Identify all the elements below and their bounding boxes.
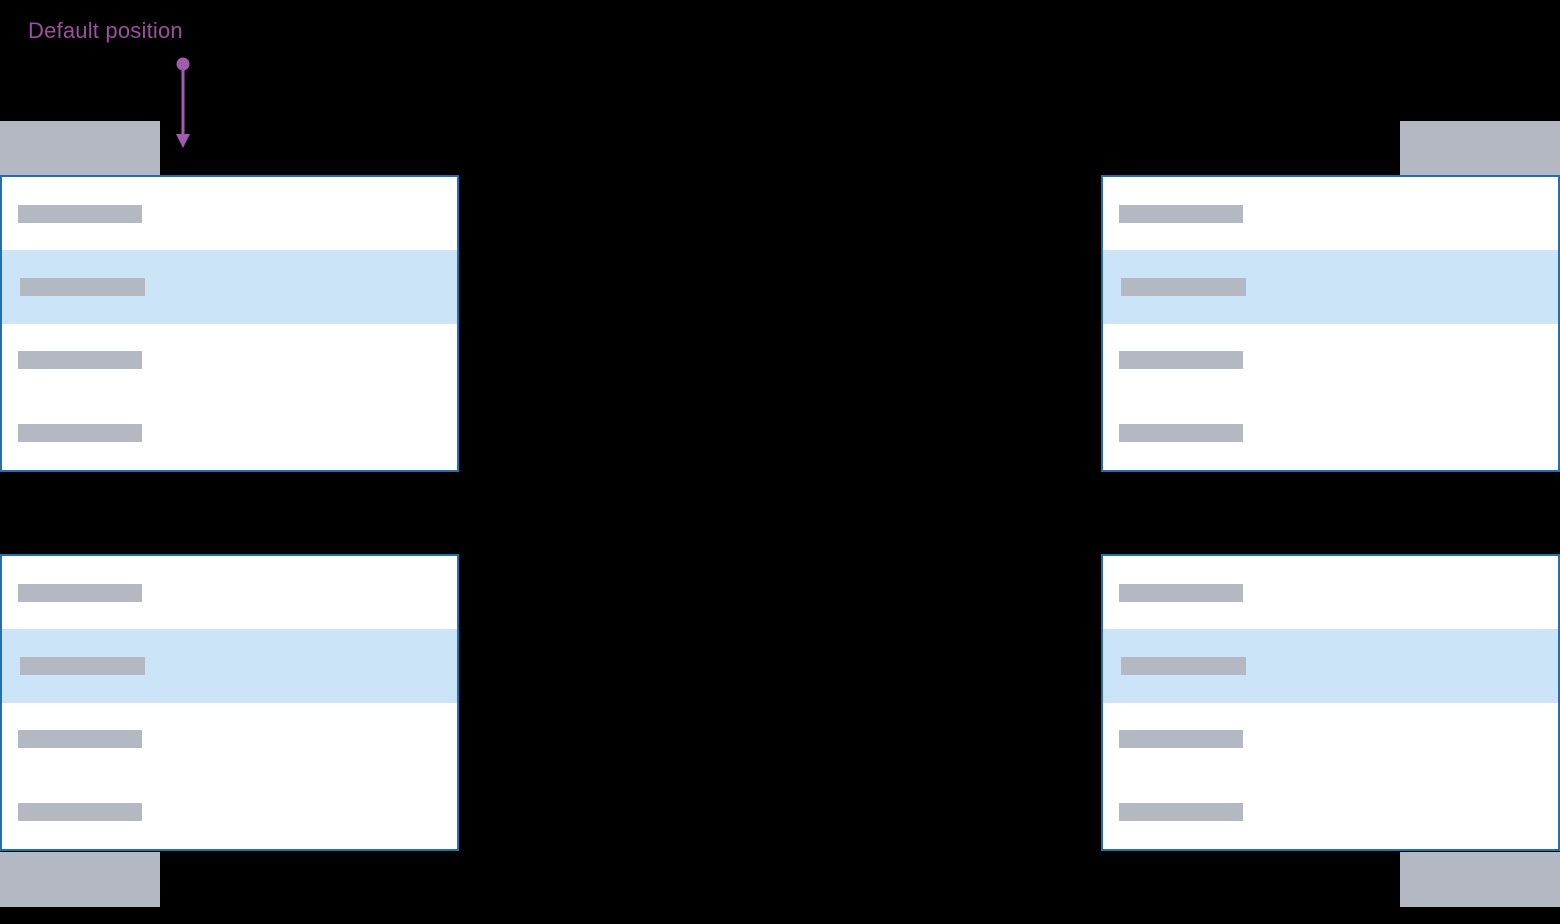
- menu-item-highlighted[interactable]: [2, 629, 457, 703]
- menu-item-placeholder: [18, 583, 142, 602]
- menu-item-placeholder: [1119, 730, 1243, 749]
- dropdown-example-top-right: [1101, 121, 1560, 472]
- menu-item[interactable]: [2, 177, 457, 250]
- menu-item-placeholder: [18, 204, 142, 223]
- menu-item[interactable]: [2, 397, 457, 470]
- menu-item[interactable]: [1103, 703, 1558, 776]
- menu-item-highlighted[interactable]: [2, 250, 457, 324]
- dropdown-trigger-bottom-right[interactable]: [1400, 852, 1560, 907]
- dropdown-menu-top-right: [1101, 175, 1560, 472]
- dropdown-trigger-top-left[interactable]: [0, 121, 160, 175]
- menu-item-placeholder: [18, 730, 142, 749]
- menu-item-placeholder: [1119, 803, 1243, 822]
- menu-item-placeholder: [1119, 351, 1243, 370]
- menu-item[interactable]: [1103, 177, 1558, 250]
- dropdown-menu-bottom-left: [0, 554, 459, 851]
- menu-item[interactable]: [2, 556, 457, 629]
- menu-item-placeholder: [1121, 277, 1246, 296]
- menu-item-placeholder: [1119, 204, 1243, 223]
- menu-item[interactable]: [2, 703, 457, 776]
- menu-item-highlighted[interactable]: [1103, 250, 1558, 324]
- dropdown-menu-bottom-right: [1101, 554, 1560, 851]
- menu-item-placeholder: [18, 424, 142, 443]
- menu-item-placeholder: [1119, 583, 1243, 602]
- menu-item[interactable]: [2, 324, 457, 397]
- dropdown-trigger-top-right[interactable]: [1400, 121, 1560, 175]
- menu-item-placeholder: [1119, 424, 1243, 443]
- menu-item-placeholder: [20, 277, 145, 296]
- dropdown-example-top-left: [0, 121, 459, 472]
- annotation-label: Default position: [28, 18, 183, 43]
- dropdown-example-bottom-right: [1101, 554, 1560, 907]
- menu-item[interactable]: [2, 776, 457, 849]
- down-arrow-icon: [176, 57, 190, 148]
- menu-item-placeholder: [18, 803, 142, 822]
- dropdown-example-bottom-left: [0, 554, 459, 907]
- menu-item[interactable]: [1103, 556, 1558, 629]
- menu-item-placeholder: [1121, 656, 1246, 675]
- dropdown-menu-top-left: [0, 175, 459, 472]
- menu-item[interactable]: [1103, 324, 1558, 397]
- menu-item-highlighted[interactable]: [1103, 629, 1558, 703]
- menu-item[interactable]: [1103, 776, 1558, 849]
- dropdown-trigger-bottom-left[interactable]: [0, 852, 160, 907]
- menu-item[interactable]: [1103, 397, 1558, 470]
- menu-item-placeholder: [20, 656, 145, 675]
- menu-item-placeholder: [18, 351, 142, 370]
